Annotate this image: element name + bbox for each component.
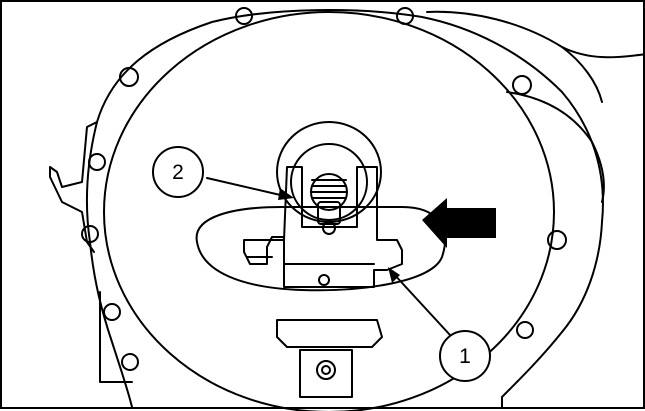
bolt-boss — [235, 7, 253, 25]
bolt-boss — [121, 353, 139, 371]
leader-arrowhead-1 — [388, 267, 400, 283]
lower-slot — [276, 319, 383, 348]
callout-1: 1 — [439, 330, 491, 382]
leader-arrowhead-2 — [278, 188, 294, 200]
leader-line-2 — [206, 177, 290, 198]
callout-1-label: 1 — [459, 345, 471, 368]
bolt-boss — [512, 75, 532, 95]
bolt-boss — [81, 225, 99, 243]
drain-boss — [299, 349, 353, 398]
case-extension — [426, 10, 645, 203]
direction-arrow — [422, 198, 496, 248]
callout-2: 2 — [152, 146, 204, 198]
callout-2-label: 2 — [172, 161, 184, 184]
bolt-boss — [119, 67, 139, 87]
leader-line-1 — [391, 271, 451, 336]
shaft-housing-inner — [290, 143, 368, 221]
bell-housing-outline — [85, 9, 604, 408]
face-oval — [195, 206, 447, 292]
bolt-boss — [103, 303, 121, 321]
shaft-end — [317, 201, 341, 225]
bolt-boss — [516, 321, 534, 339]
case-left-edge — [49, 121, 133, 383]
bolt-boss — [88, 153, 106, 171]
bolt-boss — [547, 230, 567, 250]
tool-fixture — [243, 166, 403, 288]
bell-face — [103, 11, 555, 411]
